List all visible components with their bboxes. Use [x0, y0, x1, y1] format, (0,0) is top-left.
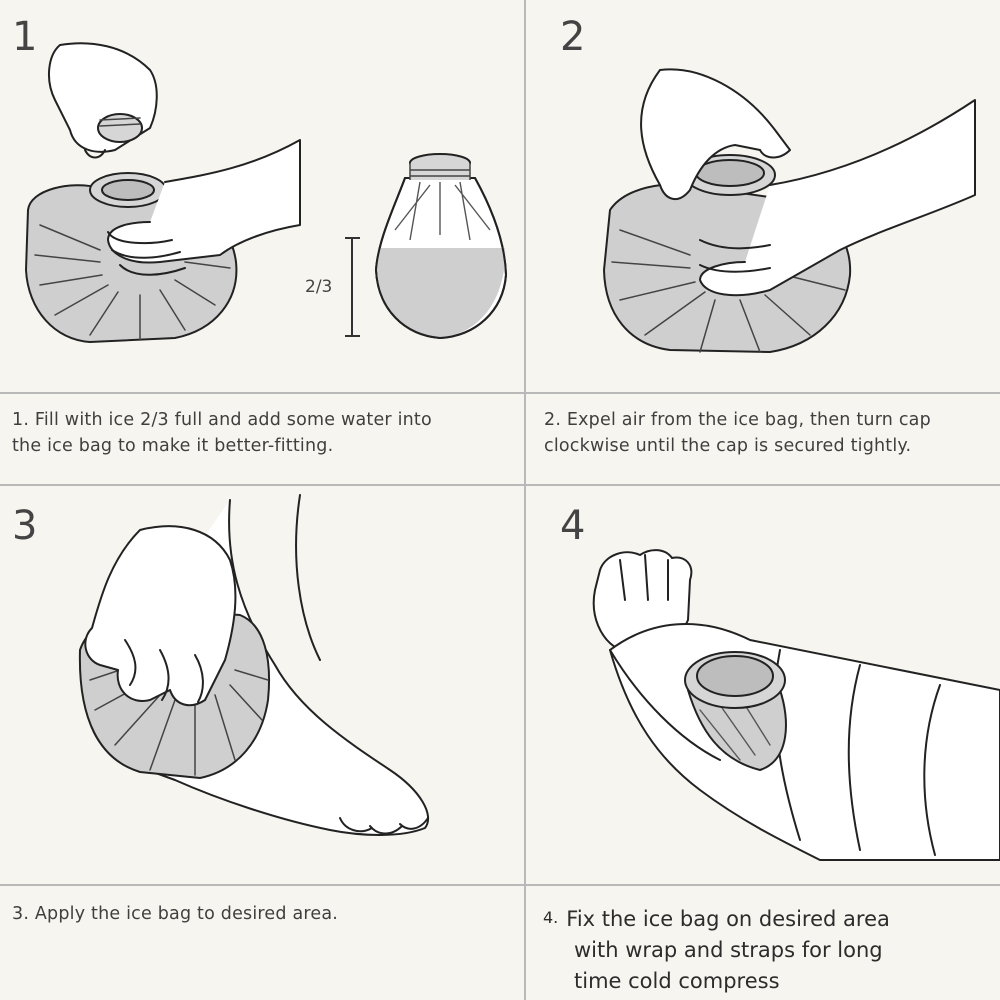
divider-3: [0, 884, 1000, 886]
caption-step-1-line-1: 1. Fill with ice 2/3 full and add some w…: [12, 410, 432, 430]
caption-step-4: 4. Fix the ice bag on desired area with w…: [543, 902, 890, 997]
caption-step-4-prefix: 4.: [543, 908, 559, 927]
caption-step-4-line-2: with wrap and straps for long: [574, 938, 883, 962]
caption-step-4-line-3: time cold compress: [574, 969, 780, 993]
caption-step-1-line-2: the ice bag to make it better-fitting.: [12, 436, 334, 456]
step-number-4: 4: [560, 503, 586, 549]
step-number-3: 3: [12, 503, 38, 549]
panel2-ice-bag-illustration: [603, 68, 976, 353]
panel4-wrapped-ankle-illustration: [592, 549, 1000, 861]
step-number-1: 1: [12, 14, 38, 60]
fill-level-label: 2/3: [305, 277, 332, 297]
caption-step-3-line-1: 3. Apply the ice bag to desired area.: [12, 904, 339, 924]
caption-step-2-line-1: 2. Expel air from the ice bag, then turn…: [544, 410, 931, 430]
caption-step-2: 2. Expel air from the ice bag, then turn…: [544, 407, 931, 459]
divider-2: [0, 484, 1000, 486]
caption-step-2-line-2: clockwise until the cap is secured tight…: [544, 436, 912, 456]
divider-1: [0, 392, 1000, 394]
step-number-2: 2: [560, 14, 586, 60]
vertical-divider: [524, 0, 526, 1000]
caption-step-3: 3. Apply the ice bag to desired area.: [12, 901, 338, 927]
panel1-ice-bag-illustration: [25, 42, 301, 343]
caption-step-1: 1. Fill with ice 2/3 full and add some w…: [12, 407, 432, 459]
panel3-foot-illustration: [78, 494, 430, 836]
caption-step-4-line-1: Fix the ice bag on desired area: [566, 907, 890, 931]
panel1-filled-bag: [345, 153, 507, 339]
